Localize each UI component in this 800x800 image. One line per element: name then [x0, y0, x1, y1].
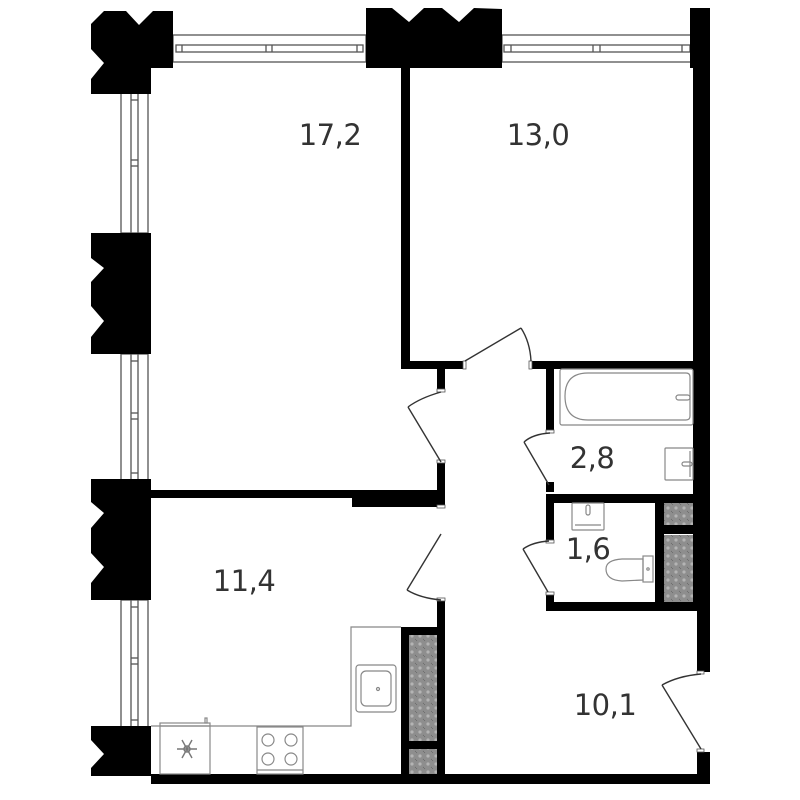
- window-top-right: [501, 34, 693, 63]
- wall-bedroom-bottom-left: [401, 361, 464, 369]
- wall-bedroom-bottom-right: [531, 361, 696, 369]
- kitchen-counter: [151, 626, 401, 727]
- door-bathroom[interactable]: [523, 429, 555, 486]
- wall-kitchen-right-lower: [437, 600, 445, 630]
- wall-bottom-exterior: [151, 774, 710, 784]
- wall-kitchen-top: [151, 490, 445, 498]
- pier-top-middle: [366, 8, 502, 68]
- window-left-middle: [120, 353, 149, 481]
- window-left-lower: [120, 599, 149, 728]
- toilet-icon: [605, 555, 654, 583]
- doors: [406, 327, 705, 753]
- area-bathroom: 2,8: [569, 441, 615, 475]
- window-left-upper: [120, 92, 149, 234]
- area-hallway: 10,1: [573, 688, 637, 722]
- door-toilet[interactable]: [522, 539, 555, 596]
- wall-wc-bottom: [546, 602, 710, 611]
- shaft-wc-top: [664, 503, 693, 525]
- utility-shafts: [409, 503, 693, 774]
- shaft-kitchen-top: [409, 635, 437, 741]
- bath-sink-icon: [664, 447, 694, 481]
- area-bedroom: 13,0: [506, 118, 570, 152]
- door-entrance[interactable]: [661, 670, 705, 753]
- pier-bottom-left: [91, 726, 151, 776]
- wall-right-exterior: [693, 68, 710, 550]
- area-living-room: 17,2: [298, 118, 362, 152]
- fridge: [159, 717, 211, 775]
- wall-bath-left: [546, 369, 554, 431]
- fixtures: [151, 368, 694, 775]
- pier-top-right: [690, 8, 710, 68]
- pier-top-left: [91, 11, 173, 94]
- pier-left-upper: [91, 233, 151, 354]
- bathtub-icon: [559, 368, 694, 426]
- door-bedroom[interactable]: [462, 327, 533, 370]
- wall-bath-wc-divider: [546, 494, 710, 503]
- wall-hall-left-mid: [437, 462, 445, 507]
- door-kitchen[interactable]: [406, 504, 446, 602]
- area-toilet: 1,6: [565, 532, 611, 566]
- area-kitchen: 11,4: [212, 564, 276, 598]
- wall-hall-stub-upper: [437, 369, 445, 391]
- wall-wc-left: [546, 503, 554, 542]
- pier-left-middle: [91, 479, 151, 600]
- window-top-left: [172, 34, 367, 63]
- windows: [120, 34, 693, 728]
- shaft-wc-bottom: [664, 535, 693, 602]
- snowflake-icon: [177, 739, 197, 759]
- kitchen-sink-icon: [355, 664, 397, 713]
- wall-bedroom-left: [401, 68, 410, 368]
- door-living-room[interactable]: [407, 388, 446, 464]
- toilet-sink-icon: [571, 502, 605, 531]
- shaft-kitchen-bottom: [409, 749, 437, 774]
- exterior-piers: [91, 8, 710, 776]
- stove-icon: [256, 726, 304, 775]
